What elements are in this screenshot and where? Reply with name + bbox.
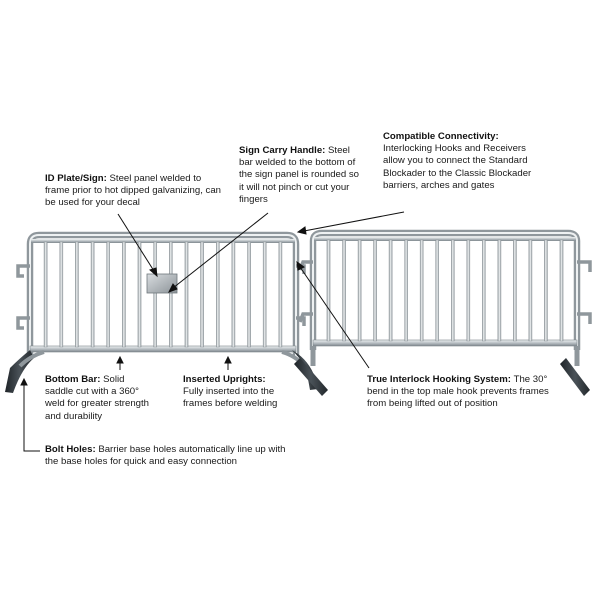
barrier-left-upright [247, 241, 251, 348]
callout-bottom-bar-body: Solid saddle cut with a 360° weld for gr… [45, 374, 149, 422]
barrier-left-upright [278, 241, 283, 348]
barrier-left-upright [90, 241, 95, 348]
barrier-left-uprights [43, 241, 283, 348]
callout-sign-handle-body: Steel bar welded to the bottom of the si… [239, 145, 360, 205]
barrier-left-upright [59, 241, 64, 348]
callout-bolt-holes-title: Bolt Holes: [45, 444, 99, 455]
barrier-left-frame [26, 231, 300, 356]
id-plate [146, 273, 178, 294]
barrier-left-upright [215, 241, 220, 348]
barrier-left-bottom-bar [29, 345, 297, 353]
barrier-left-upright [43, 241, 48, 348]
barrier-left-upright [262, 241, 267, 348]
callout-sign-carry-handle: Sign Carry Handle: Steel bar welded to t… [239, 145, 359, 206]
barrier-right-upright [482, 239, 486, 342]
callout-id-plate-body: Steel panel welded to frame prior to hot… [45, 173, 221, 209]
barrier-left-upright [106, 241, 110, 348]
leader-sign-handle [172, 212, 269, 289]
barrier-left-top-rail [31, 239, 295, 243]
barrier-right-uprights [326, 239, 564, 342]
interlock-hook-bottom [298, 312, 313, 323]
barrier-right-foot-right [560, 358, 590, 396]
leader-true-interlock-arrow [296, 260, 305, 271]
callout-compatible-body: Interlocking Hooks and Receivers allow y… [383, 143, 532, 191]
callout-inserted-uprights-title: Inserted Uprights: [183, 374, 266, 385]
barrier-left-upright [75, 241, 79, 348]
barrier-right-top-rail [314, 237, 576, 241]
callout-true-interlock: True Interlock Hooking System: The 30° b… [367, 374, 562, 411]
leader-inserted-uprights-arrow [224, 355, 232, 364]
leader-lines [20, 211, 405, 452]
callout-bottom-bar: Bottom Bar: Solid saddle cut with a 360°… [45, 374, 155, 423]
leader-compatible-arrow [296, 226, 307, 235]
barrier-right-receiver-top [577, 260, 592, 272]
barrier-right-upright [513, 239, 517, 342]
leader-sign-handle-arrow [167, 283, 178, 293]
callout-inserted-uprights: Inserted Uprights: Fully inserted into t… [183, 374, 288, 411]
callout-true-interlock-title: True Interlock Hooking System: [367, 374, 514, 385]
barrier-right-upright [466, 239, 471, 342]
callout-sign-handle-title: Sign Carry Handle: [239, 145, 329, 156]
barrier-left-upright [137, 241, 142, 348]
callout-inserted-uprights-body: Fully inserted into the frames before we… [183, 386, 278, 410]
barrier-right-upright [404, 239, 409, 342]
barrier-right-upright [326, 239, 331, 342]
leader-id-plate [117, 213, 155, 272]
callout-bolt-holes: Bolt Holes: Barrier base holes automatic… [45, 444, 290, 468]
barrier-left [5, 231, 318, 393]
callout-compatible-connectivity: Compatible Connectivity: Interlocking Ho… [383, 131, 533, 192]
barrier-left-hook-top [16, 264, 30, 278]
barrier-right-upright [544, 239, 548, 342]
barrier-right-upright [357, 239, 362, 342]
barrier-right-upright [342, 239, 346, 342]
callout-bolt-holes-body: Barrier base holes automatically line up… [45, 444, 286, 468]
callout-true-interlock-body: The 30° bend in the top male hook preven… [367, 374, 549, 410]
barrier-left-upright [200, 241, 204, 348]
barrier-right-upright [451, 239, 455, 342]
barrier-right-upright [435, 239, 440, 342]
callout-id-plate-title: ID Plate/Sign: [45, 173, 110, 184]
leader-bottom-bar-arrow [116, 355, 124, 364]
barrier-left-upright [168, 241, 173, 348]
leader-id-plate-arrow [149, 267, 158, 278]
barrier-right-frame [309, 229, 581, 350]
barrier-left-foot-left-rail [18, 350, 45, 368]
barrier-left-receiver-bottom [296, 316, 306, 326]
barrier-right-upright [528, 239, 533, 342]
callout-compatible-title: Compatible Connectivity: [383, 131, 499, 142]
leader-bolt-holes-arrow [20, 377, 28, 386]
barrier-right-receiver-bottom [577, 312, 592, 324]
barrier-left-frame-highlight [29, 234, 297, 356]
barrier-right-upright [497, 239, 502, 342]
callout-bottom-bar-title: Bottom Bar: [45, 374, 104, 385]
barrier-left-upright [153, 241, 158, 348]
barrier-right-upright [559, 239, 564, 342]
leader-compatible [303, 211, 405, 232]
leader-true-interlock [299, 266, 370, 369]
barrier-right-foot-left [294, 358, 328, 396]
barrier-left-hook-bottom [16, 316, 30, 330]
barrier-right-upright [388, 239, 393, 342]
barrier-left-upright [231, 241, 236, 348]
barrier-right-upright [419, 239, 424, 342]
callout-id-plate: ID Plate/Sign: Steel panel welded to fra… [45, 173, 225, 210]
barrier-right [294, 229, 592, 396]
barrier-left-upright [184, 241, 189, 348]
leader-bolt-holes [23, 384, 40, 452]
barrier-right-bottom-bar [312, 339, 578, 347]
barrier-right-upright [373, 239, 377, 342]
barrier-right-frame-highlight [312, 232, 578, 350]
barrier-left-upright [122, 241, 126, 348]
